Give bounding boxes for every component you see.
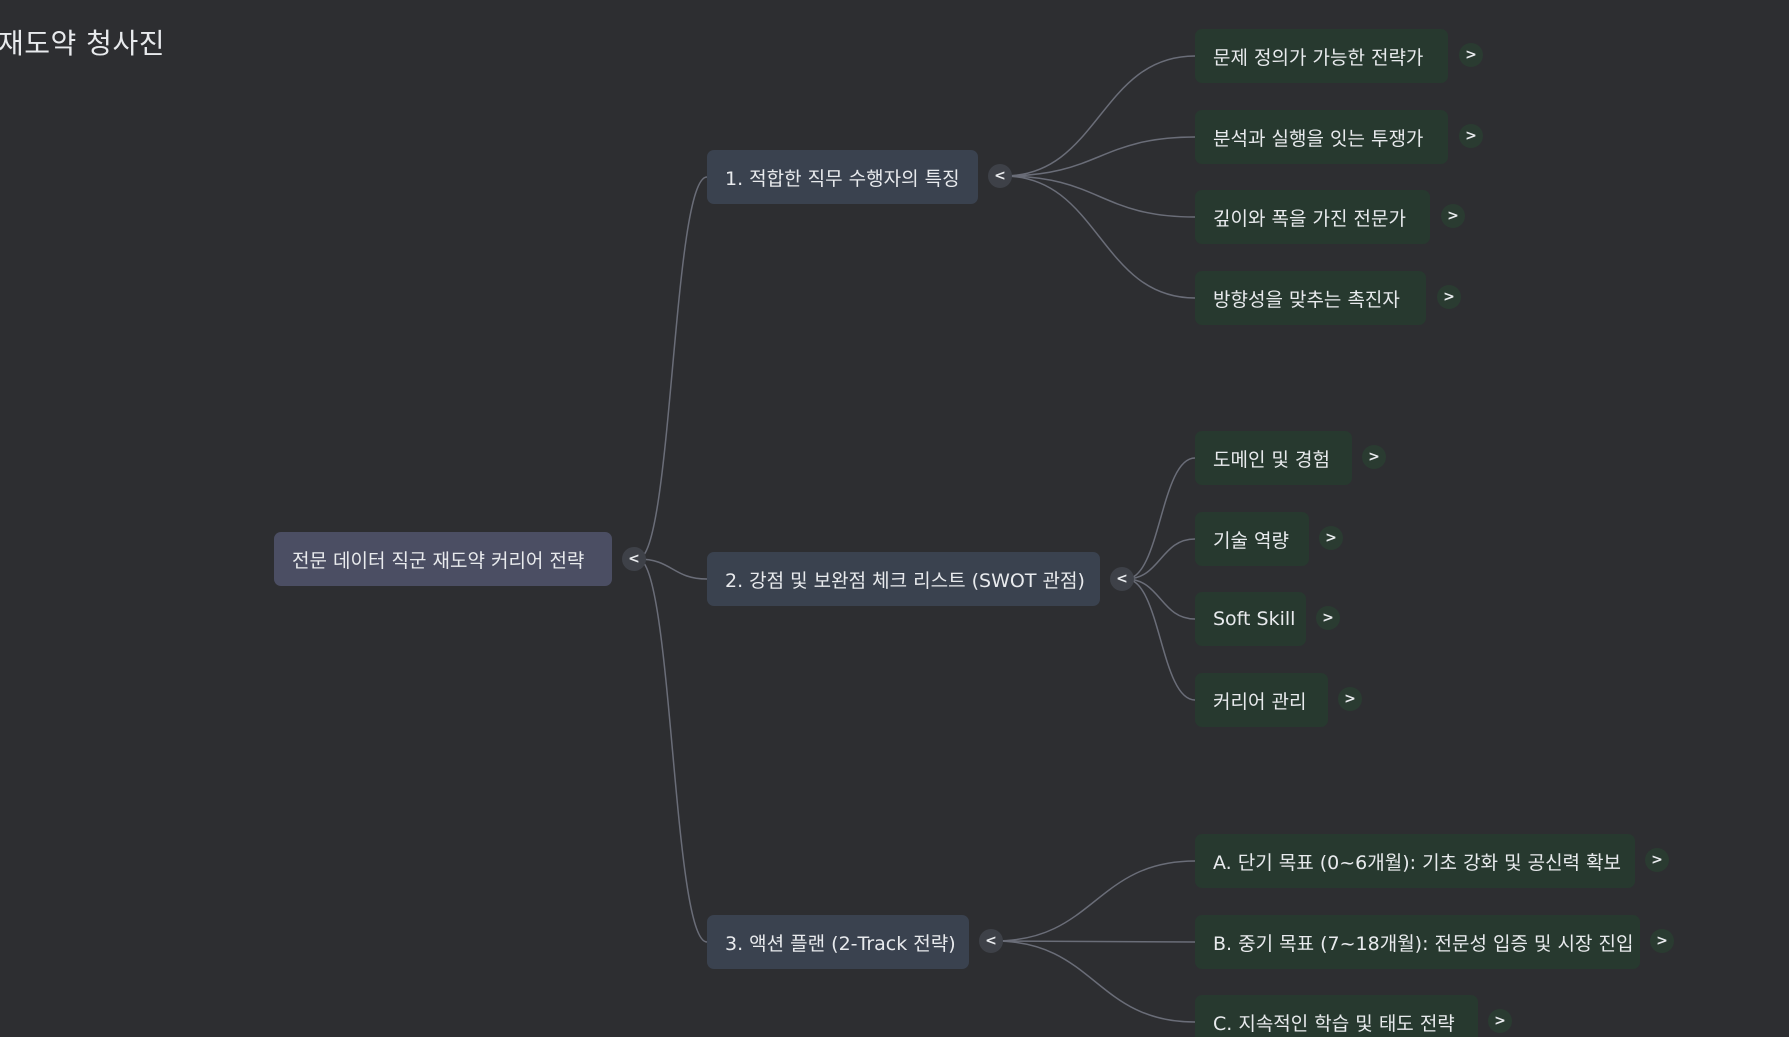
leaf-node[interactable]: 도메인 및 경험 <box>1195 431 1352 485</box>
connector-line <box>1125 538 1196 580</box>
expand-toggle[interactable]: > <box>1316 606 1340 630</box>
connector-line <box>637 176 708 560</box>
expand-toggle[interactable]: > <box>1441 204 1465 228</box>
leaf-node[interactable]: 분석과 실행을 잇는 투쟁가 <box>1195 110 1448 164</box>
expand-toggle[interactable]: > <box>1650 929 1674 953</box>
root-node[interactable]: 전문 데이터 직군 재도약 커리어 전략 <box>274 532 612 586</box>
expand-toggle[interactable]: > <box>1338 687 1362 711</box>
expand-toggle[interactable]: > <box>1437 285 1461 309</box>
leaf-node[interactable]: 깊이와 폭을 가진 전문가 <box>1195 190 1430 244</box>
leaf-node[interactable]: C. 지속적인 학습 및 태도 전략 <box>1195 995 1478 1037</box>
connector-line <box>1003 136 1196 177</box>
connector-line <box>1125 457 1196 580</box>
leaf-node[interactable]: Soft Skill <box>1195 592 1306 646</box>
expand-toggle[interactable]: > <box>1319 526 1343 550</box>
connector-line <box>1125 578 1196 620</box>
page-title: 재도약 청사진 <box>0 27 165 60</box>
branch-node-swot[interactable]: 2. 강점 및 보완점 체크 리스트 (SWOT 관점) <box>707 552 1100 606</box>
collapse-toggle[interactable]: < <box>979 929 1003 953</box>
expand-toggle[interactable]: > <box>1362 445 1386 469</box>
collapse-toggle[interactable]: < <box>1110 567 1134 591</box>
connector-line <box>1003 175 1196 218</box>
expand-toggle[interactable]: > <box>1488 1009 1512 1033</box>
connector-line <box>994 940 1196 943</box>
leaf-node[interactable]: B. 중기 목표 (7~18개월): 전문성 입증 및 시장 진입 <box>1195 915 1640 969</box>
collapse-toggle[interactable]: < <box>622 547 646 571</box>
expand-toggle[interactable]: > <box>1459 124 1483 148</box>
connector-line <box>637 558 708 580</box>
branch-node-features[interactable]: 1. 적합한 직무 수행자의 특징 <box>707 150 978 204</box>
connector-line <box>1125 578 1196 701</box>
leaf-node[interactable]: 문제 정의가 가능한 전략가 <box>1195 29 1448 83</box>
expand-toggle[interactable]: > <box>1645 848 1669 872</box>
leaf-node[interactable]: 커리어 관리 <box>1195 673 1328 727</box>
leaf-node[interactable]: A. 단기 목표 (0~6개월): 기초 강화 및 공신력 확보 <box>1195 834 1635 888</box>
leaf-node[interactable]: 기술 역량 <box>1195 512 1309 566</box>
branch-node-action-plan[interactable]: 3. 액션 플랜 (2-Track 전략) <box>707 915 969 969</box>
expand-toggle[interactable]: > <box>1459 43 1483 67</box>
collapse-toggle[interactable]: < <box>988 164 1012 188</box>
leaf-node[interactable]: 방향성을 맞추는 촉진자 <box>1195 271 1426 325</box>
connector-line <box>994 860 1196 942</box>
connector-line <box>1003 55 1196 177</box>
connector-line <box>637 558 708 943</box>
connector-line <box>994 940 1196 1023</box>
connector-line <box>1003 175 1196 299</box>
